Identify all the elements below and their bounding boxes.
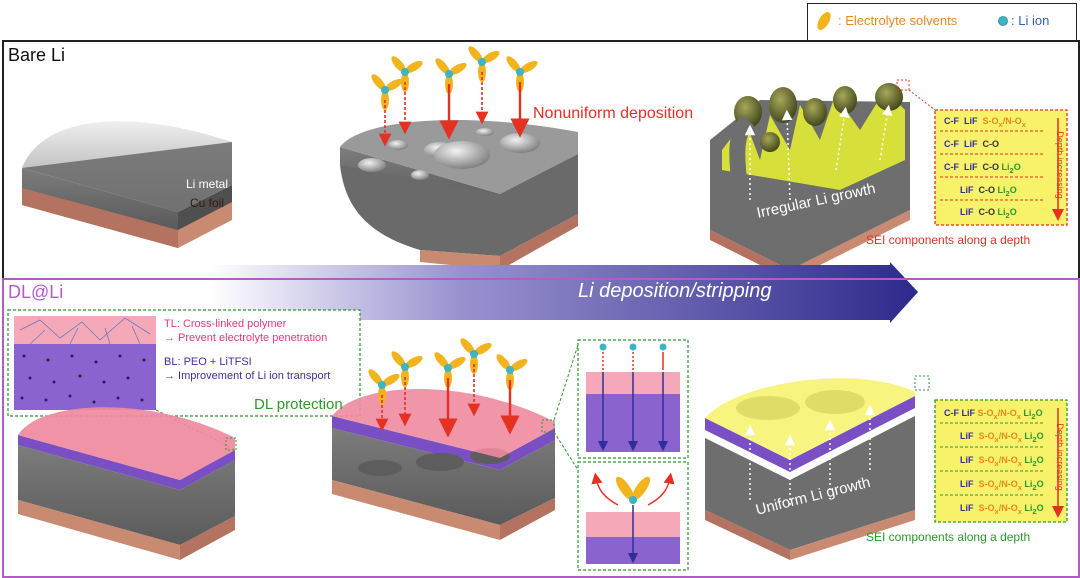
bottom-solvent-cluster <box>368 338 528 438</box>
top-depth-label: Depth increasing <box>1054 131 1065 199</box>
legend-li-ion-icon <box>998 16 1008 26</box>
deposition-arrow <box>210 262 918 323</box>
deposition-arrow-label: Li deposition/stripping <box>578 280 772 302</box>
bottom-sei-box <box>934 399 1068 523</box>
bottom-depth-label: Depth increasing <box>1054 423 1065 491</box>
nonuniform-label: Nonuniform deposition <box>533 105 694 122</box>
top-sei-row-4: LiF C-O Li2O <box>960 185 1017 198</box>
uniform-growth-block <box>705 375 930 560</box>
cu-foil-label: Cu foil <box>190 196 225 210</box>
top-sei-row-1: C-F LiF S-Ox/N-Ox <box>944 116 1026 129</box>
top-sei-caption: SEI components along a depth <box>866 233 1031 247</box>
li-metal-label: Li metal <box>186 177 229 191</box>
tl-label: TL: Cross-linked polymer <box>164 318 287 330</box>
bl-layer <box>14 344 156 410</box>
dl-protection-label: DL protection <box>254 396 343 413</box>
irregular-growth-block <box>710 79 936 280</box>
bl-label: BL: PEO + LiTFSI <box>164 356 252 368</box>
legend-solvent-label: : Electrolyte solvents <box>838 13 958 28</box>
tl-desc: → Prevent electrolyte penetration <box>164 332 328 344</box>
top-sei-row-3: C-F LiF C-O Li2O <box>944 162 1021 175</box>
dl-li-panel <box>2 278 1080 578</box>
bottom-sei-row-1: C-F LiF S-Ox/N-Ox Li2O <box>944 408 1043 421</box>
bottom-sei-caption: SEI components along a depth <box>866 530 1031 544</box>
dl-li-title: DL@Li <box>8 282 64 302</box>
legend-li-ion-label: : Li ion <box>1011 13 1050 28</box>
bare-li-block <box>22 121 232 248</box>
tl-layer <box>14 316 156 344</box>
top-sei-row-2: C-F LiF C-O <box>944 139 1000 149</box>
bottom-sei-row-3: LiF S-Ox/N-Ox Li2O <box>960 455 1044 468</box>
bottom-sei-row-5: LiF S-Ox/N-Ox Li2O <box>960 503 1044 516</box>
legend-box <box>807 3 1077 41</box>
top-solvent-cluster <box>371 46 538 147</box>
top-sei-box <box>934 109 1068 226</box>
bl-desc: → Improvement of Li ion transport <box>164 370 331 382</box>
bottom-sei-row-2: LiF S-Ox/N-Ox Li2O <box>960 431 1044 444</box>
legend-solvent-icon <box>817 11 831 31</box>
bare-li-title: Bare Li <box>8 45 66 65</box>
dl-li-block <box>18 407 237 560</box>
top-sei-row-5: LiF C-O Li2O <box>960 207 1017 220</box>
bottom-sei-row-4: LiF S-Ox/N-Ox Li2O <box>960 479 1044 492</box>
